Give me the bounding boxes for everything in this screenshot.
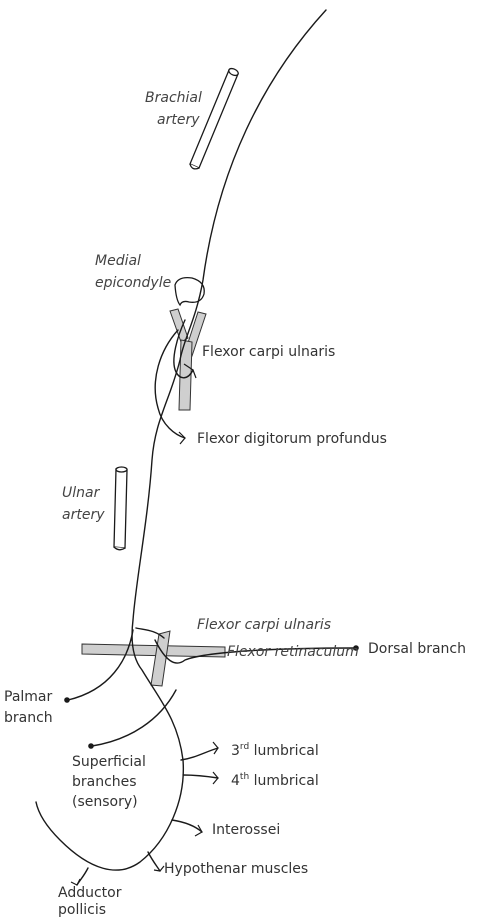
branch-3rd-lumbrical — [181, 748, 218, 760]
label-ulnar-artery-line2: artery — [62, 507, 105, 523]
superficial-branch-nerve — [92, 690, 176, 746]
lumbrical4-superscript: th — [240, 772, 249, 782]
label-adductor-pollicis-line1: Adductor — [58, 885, 122, 901]
flexor-carpi-ulnaris-upper-muscle — [170, 309, 206, 410]
label-flexor-carpi-ulnaris-lower: Flexor carpi ulnaris — [197, 617, 331, 633]
palmar-branch-dot — [64, 697, 70, 703]
branch-interossei — [172, 820, 202, 832]
superficial-branch-dot — [88, 743, 94, 749]
label-flexor-retinaculum: Flexor retinaculum — [227, 644, 359, 660]
label-brachial-artery-line2: artery — [157, 112, 200, 128]
label-3rd-lumbrical: 3rd lumbrical — [231, 742, 319, 759]
lumbrical3-superscript: rd — [240, 742, 249, 752]
ulnar-artery — [114, 467, 127, 550]
label-adductor-pollicis-line2: pollicis — [58, 902, 106, 917]
label-flexor-carpi-ulnaris-upper: Flexor carpi ulnaris — [202, 344, 335, 360]
label-medial-epicondyle-line1: Medial — [95, 253, 141, 269]
branch-hypothenar — [148, 852, 160, 871]
label-interossei: Interossei — [212, 822, 280, 838]
label-brachial-artery-line1: Brachial — [145, 90, 202, 106]
lumbrical4-text: lumbrical — [249, 773, 319, 789]
label-4th-lumbrical: 4th lumbrical — [231, 772, 319, 789]
label-ulnar-artery-line1: Ulnar — [62, 485, 101, 501]
label-palmar-branch-line1: Palmar — [4, 689, 52, 705]
label-hypothenar-muscles: Hypothenar muscles — [164, 861, 308, 877]
label-superficial-branches-line3: (sensory) — [72, 794, 138, 810]
lumbrical3-text: lumbrical — [249, 743, 319, 759]
label-superficial-branches-line2: branches — [72, 774, 137, 790]
lumbrical3-number: 3 — [231, 743, 240, 759]
medial-epicondyle — [175, 278, 204, 305]
label-flexor-digitorum-profundus: Flexor digitorum profundus — [197, 431, 387, 447]
branch-tick-lumbrical3 — [213, 742, 218, 754]
label-dorsal-branch: Dorsal branch — [368, 641, 466, 657]
branch-4th-lumbrical — [183, 775, 218, 778]
lumbrical4-number: 4 — [231, 773, 240, 789]
label-medial-epicondyle-line2: epicondyle — [95, 275, 171, 291]
label-palmar-branch-line2: branch — [4, 710, 53, 726]
palmar-branch-nerve — [68, 630, 133, 700]
label-superficial-branches-line1: Superficial — [72, 754, 146, 770]
branch-tick-interossei — [195, 825, 202, 836]
